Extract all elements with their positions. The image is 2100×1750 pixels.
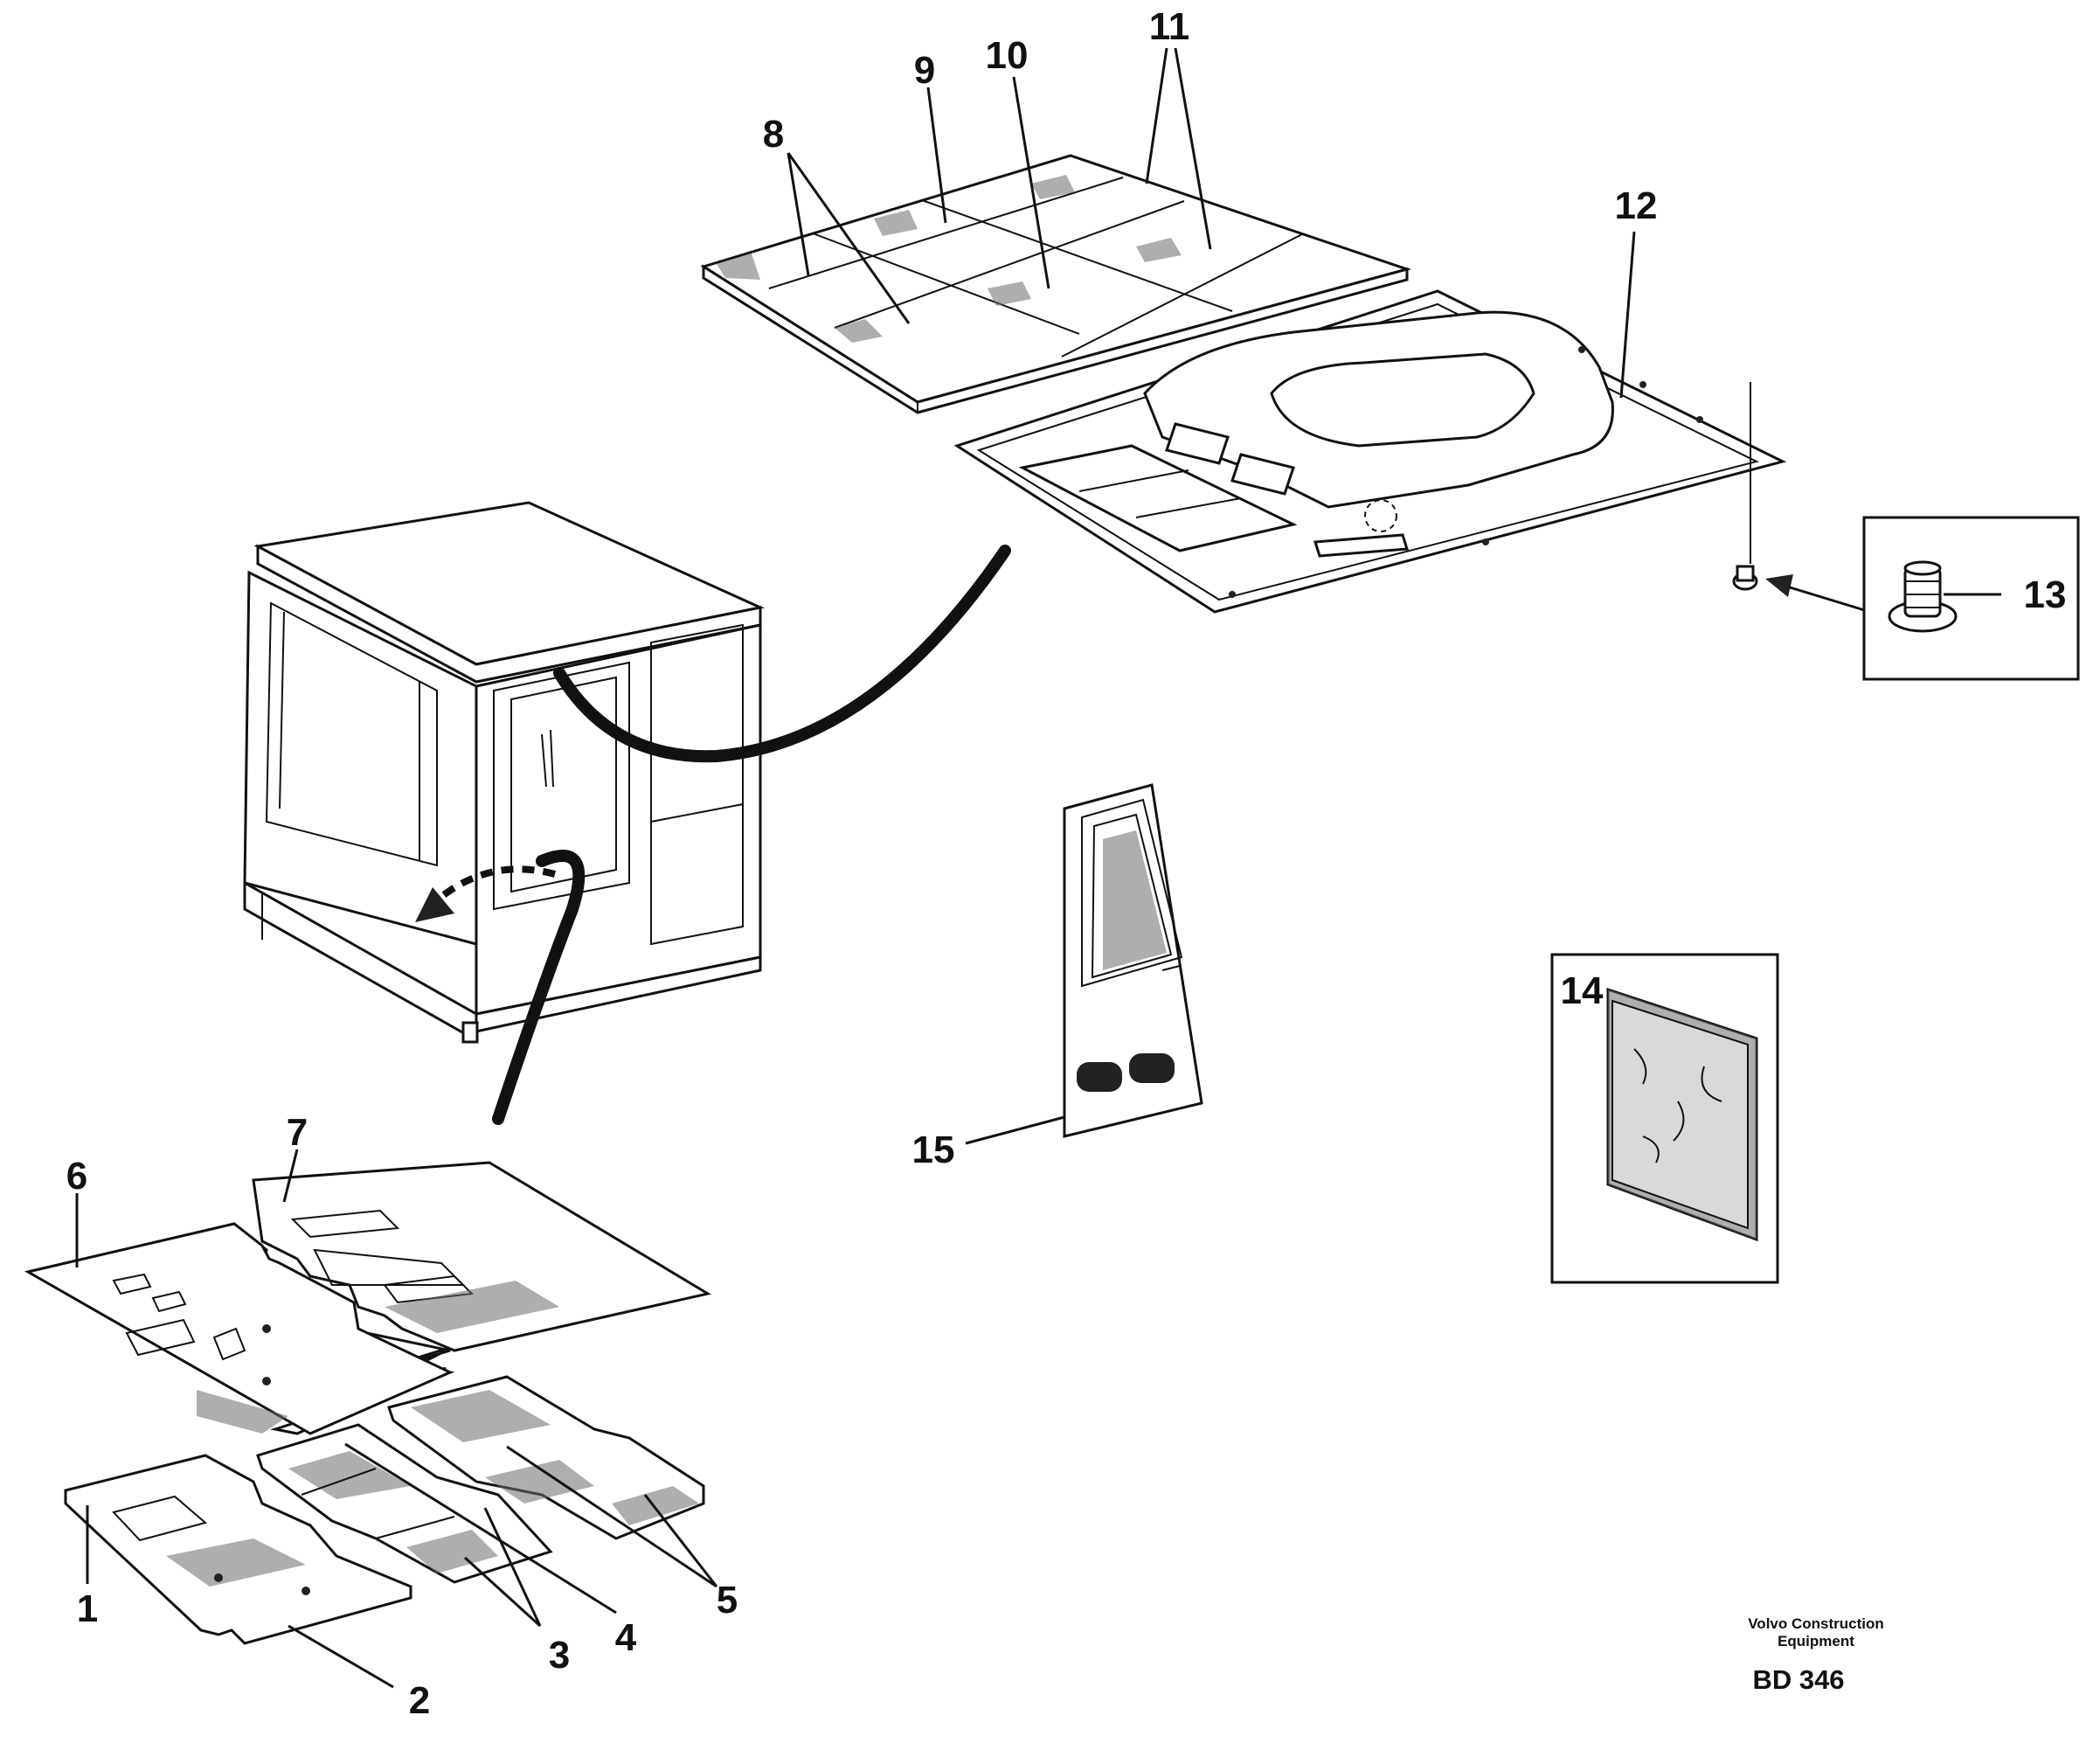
- caption-company-line1: Volvo Construction: [1748, 1615, 1884, 1632]
- floor-insulation-3-4: [256, 1423, 553, 1584]
- label-1: 1: [77, 1587, 98, 1630]
- caption: Volvo Construction Equipment BD 346: [1748, 1615, 1884, 1695]
- label-9: 9: [914, 49, 935, 92]
- label-15: 15: [912, 1128, 955, 1171]
- part-labels: 1 2 3 4 5 6 7 8 9 10 11 12 13 14 15: [66, 5, 2067, 1722]
- label-13: 13: [2024, 573, 2067, 616]
- label-5: 5: [717, 1579, 738, 1622]
- insulation-mat: [1550, 953, 1779, 1284]
- label-12: 12: [1615, 184, 1658, 227]
- caption-company-line2: Equipment: [1778, 1633, 1854, 1649]
- roof-liner: [953, 289, 1787, 614]
- label-2: 2: [409, 1679, 430, 1722]
- fastener-assembly: [1732, 382, 2080, 681]
- label-14: 14: [1561, 969, 1604, 1012]
- floor-insulation-5: [387, 1375, 705, 1540]
- label-4: 4: [615, 1616, 637, 1659]
- floor-insulation-1-2: [64, 1454, 412, 1645]
- label-6: 6: [66, 1155, 87, 1198]
- fastener-detail-box: [1862, 516, 2080, 681]
- label-8: 8: [763, 113, 784, 156]
- label-3: 3: [549, 1634, 570, 1677]
- cab-assembly: [243, 501, 765, 1044]
- floor-mat-7: [252, 1161, 711, 1352]
- floor-mat-6: [24, 1222, 454, 1435]
- label-11: 11: [1149, 5, 1190, 48]
- door: [1063, 783, 1203, 1138]
- caption-code: BD 346: [1752, 1664, 1844, 1695]
- label-7: 7: [287, 1111, 308, 1154]
- leader-lines: [75, 47, 1636, 1689]
- routing-arrows: [415, 545, 1011, 1125]
- label-10: 10: [986, 34, 1029, 77]
- roof-insulation-panels: [700, 154, 1412, 414]
